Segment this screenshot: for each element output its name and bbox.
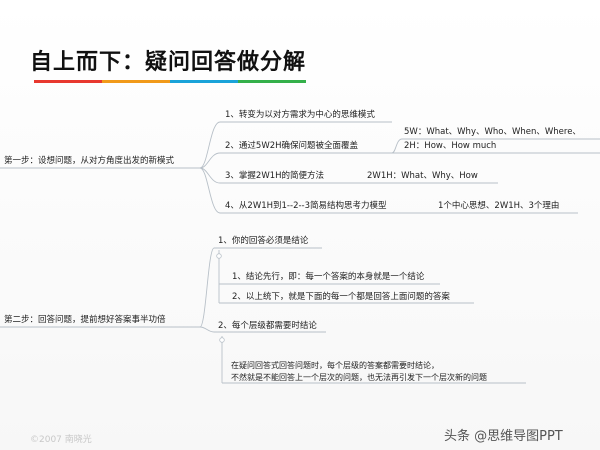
connector xyxy=(199,167,408,214)
connector xyxy=(391,138,600,154)
watermark-text: 头条 @思维导图PPT xyxy=(444,429,563,444)
copyright-text: ©2007 南晓光 xyxy=(30,435,92,445)
step1-branch-1: 1、转变为以对方需求为中心的思维模式 xyxy=(225,110,375,120)
connector xyxy=(199,152,392,169)
connector xyxy=(199,167,362,184)
color-bar-green xyxy=(238,80,306,83)
step2-label: 第二步：回答问题，提前想好答案事半功倍 xyxy=(4,315,166,325)
collapse-dot xyxy=(219,337,225,343)
step2-branch-1: 1、你的回答必须是结论 xyxy=(218,236,309,246)
step2-note-line-2: 不然就是不能回答上一个层次的问题，也无法再引发下一个层次新的问题 xyxy=(231,373,487,382)
title-color-bar xyxy=(34,80,306,83)
five-w-detail: 5W：What、Why、Who、When、Where、 xyxy=(404,127,581,137)
two-w-detail: 2W1H：What、Why、How xyxy=(367,171,478,181)
two-h-detail: 2H：How、How much xyxy=(404,141,497,151)
connector xyxy=(199,247,322,328)
collapse-dot xyxy=(216,253,222,259)
color-bar-blue xyxy=(170,80,238,83)
connector xyxy=(199,326,326,333)
page-title: 自上而下：疑问回答做分解 xyxy=(30,50,307,75)
step2-note-line-1: 在疑问回答式回答问题时，每个层级的答案都需要时结论， xyxy=(231,361,439,370)
step1-branch-4: 4、从2W1H到1--2--3简易结构思考力模型 xyxy=(225,201,387,211)
step2-sub-1: 1、结论先行，即：每一个答案的本身就是一个结论 xyxy=(232,272,425,282)
connector xyxy=(199,121,392,169)
color-bar-red xyxy=(34,80,102,83)
step1-label: 第一步：设想问题，从对方角度出发的新模式 xyxy=(4,156,175,166)
model-detail: 1个中心思想、2W1H、3个理由 xyxy=(438,201,560,211)
step2-sub-2: 2、以上统下，就是下面的每一个都是回答上面问题的答案 xyxy=(232,292,450,302)
step2-branch-2: 2、每个层级都需要时结论 xyxy=(218,321,317,331)
color-bar-orange xyxy=(102,80,170,83)
step1-branch-2: 2、通过5W2H确保问题被全面覆盖 xyxy=(225,141,359,151)
step1-branch-3: 3、掌握2W1H的简便方法 xyxy=(225,171,325,181)
